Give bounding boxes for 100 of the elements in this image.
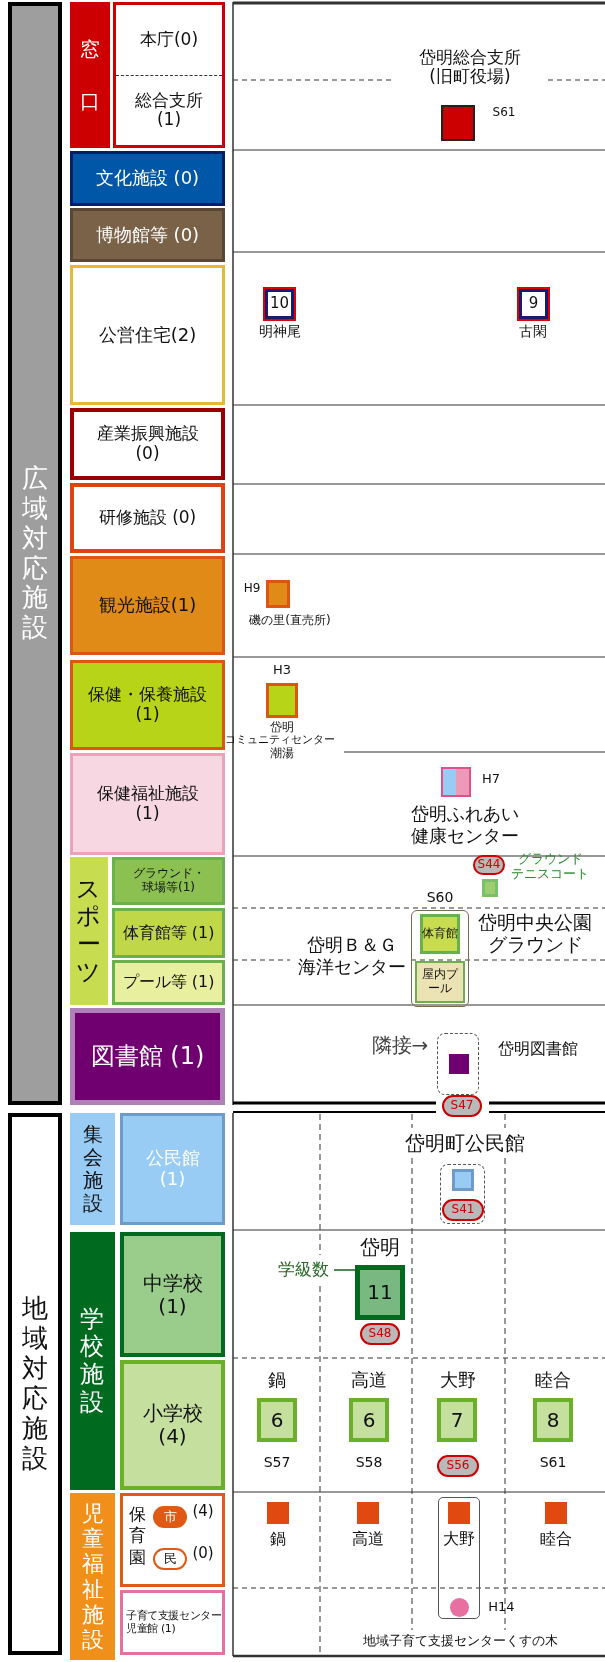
facility-name: 岱明中央公園 [477, 912, 593, 933]
support-center-marker [450, 1598, 469, 1617]
facility-name: 地域子育て支援センターくすの木 [361, 1634, 559, 1649]
category-box [120, 1113, 225, 1225]
category-box [113, 2, 225, 148]
category-label: グラウンド・球場等(1) [112, 857, 225, 905]
facility-marker [441, 767, 471, 797]
category-label: 保育園 [128, 1504, 147, 1568]
leader-line [333, 1269, 356, 1271]
facility-name: 岱明 [359, 1236, 401, 1258]
facility-name: 岱明Ｂ＆Ｇ [305, 935, 398, 955]
year-label: H7 [480, 772, 501, 787]
facility-name: 岱明町公民館 [404, 1132, 526, 1154]
facility-name: 岱明図書館 [497, 1040, 579, 1058]
category-box [120, 1590, 225, 1655]
year-badge: S56 [437, 1455, 479, 1477]
band-label [8, 1113, 62, 1655]
category-box [120, 1493, 225, 1587]
group-label [70, 1113, 115, 1225]
category-label: 研修施設 (0) [70, 483, 225, 553]
year-label: S61 [538, 1455, 568, 1471]
housing-number-box: 9 [517, 287, 550, 321]
facility-name: 高道 [350, 1370, 388, 1390]
adjacent-outline [440, 1164, 485, 1224]
category-label: 集会施設 [81, 1123, 104, 1215]
facility-name: 大野 [439, 1370, 477, 1390]
category-box [70, 753, 225, 855]
class-count-box: 6 [349, 1398, 389, 1442]
year-badge: S48 [360, 1323, 400, 1345]
year-label: H9 [242, 582, 262, 596]
facility-marker [482, 879, 498, 897]
category-label: 文化施設 (0) [70, 151, 225, 206]
facility-marker [452, 1169, 474, 1191]
facility-outline [438, 1497, 480, 1619]
category-label: 地域対応施設 [21, 1294, 49, 1474]
class-count-box: 8 [533, 1398, 573, 1442]
category-label: 体育館等 (1) [112, 908, 225, 958]
facility-outline [411, 910, 469, 1007]
category-label: 児童福祉施設 [80, 1500, 105, 1653]
group-label [70, 1232, 115, 1490]
year-badge: S44 [473, 855, 505, 875]
facility-name: グラウンド [516, 852, 584, 867]
category-label: 中学校 (1) [141, 1271, 204, 1318]
housing-number-box: 10 [263, 287, 296, 321]
class-count-box: 11 [355, 1265, 405, 1320]
facility-name: 睦合 [534, 1370, 572, 1390]
facility-name: 海洋センター [296, 957, 407, 977]
category-label: 総合支所 (1) [116, 74, 222, 145]
nursery-marker [267, 1502, 289, 1524]
facility-name: 古閑 [518, 324, 548, 340]
group-label [70, 1493, 115, 1660]
nursery-marker [545, 1502, 567, 1524]
category-label: 広域対応施設 [21, 463, 49, 644]
category-label: 観光施設(1) [70, 556, 225, 655]
category-label: 子育て支援センター [126, 1609, 222, 1623]
public-badge: 市 [153, 1506, 187, 1528]
category-label: 児童館 (1) [126, 1622, 176, 1636]
adjacent-outline [437, 1033, 479, 1095]
year-badge: S41 [442, 1199, 484, 1221]
category-label: プール等 (1) [112, 960, 225, 1005]
facility-name: 岱明総合支所 (旧町役場) [418, 48, 522, 86]
year-label: H3 [271, 663, 292, 678]
private-badge: 民 [153, 1548, 187, 1570]
category-label: 学校施設 [79, 1305, 106, 1417]
facility-marker [266, 580, 290, 608]
group-label [70, 2, 110, 148]
facility-name: (0) [191, 1545, 215, 1562]
facility-box: 体育館 [420, 914, 460, 954]
group-label [70, 857, 108, 1005]
year-badge: S47 [442, 1095, 482, 1117]
facility-marker [441, 105, 475, 141]
category-box [120, 1360, 225, 1490]
facility-name: 鍋 [267, 1370, 287, 1390]
facility-name: 睦合 [539, 1530, 573, 1548]
category-label: 保健・保養施設 (1) [87, 685, 208, 725]
facility-name: 明神尾 [258, 324, 302, 340]
annotation-label: 学級数 [272, 1258, 334, 1282]
year-label: S57 [262, 1455, 292, 1471]
category-label: 本庁(0) [138, 27, 200, 51]
class-count-box: 7 [437, 1398, 477, 1442]
category-label: 公営住宅(2) [70, 265, 225, 405]
category-box [70, 660, 225, 750]
class-count-box: 6 [257, 1398, 297, 1442]
facility-name: 岱明 [269, 721, 295, 735]
facility-marker [449, 1054, 469, 1074]
category-label: 図書館 (1) [70, 1008, 225, 1105]
facility-name: (4) [191, 1503, 215, 1520]
band-label [8, 2, 62, 1105]
nursery-marker [448, 1502, 470, 1524]
category-label: 小学校 (4) [141, 1402, 204, 1448]
category-label: 保健福祉施設 (1) [95, 784, 200, 824]
category-label: 公民館 (1) [144, 1148, 201, 1190]
facility-box: 屋内プール [415, 961, 465, 1003]
year-label: S61 [491, 106, 517, 120]
year-label: S60 [425, 890, 455, 906]
category-label: 産業振興施設 (0) [95, 424, 200, 464]
category-label: 博物館等 (0) [70, 208, 225, 262]
note-label: 隣接→ [370, 1034, 430, 1056]
category-box [70, 408, 225, 480]
nursery-marker [357, 1502, 379, 1524]
